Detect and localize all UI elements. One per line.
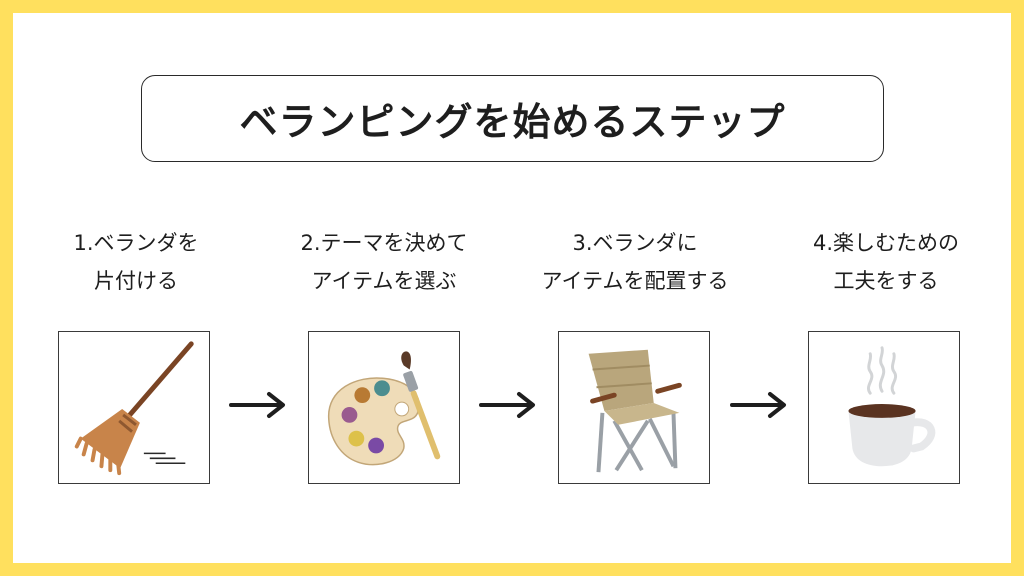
step-4-label: 4.楽しむための 工夫をする	[761, 224, 1011, 300]
step-2-label-line2: アイテムを選ぶ	[311, 269, 457, 293]
arrow-right-icon	[730, 392, 786, 418]
step-2-label: 2.テーマを決めて アイテムを選ぶ	[259, 224, 509, 300]
camping-chair-icon	[588, 349, 682, 473]
page-title: ベランピングを始めるステップ	[141, 75, 884, 162]
step-2-card	[308, 331, 460, 484]
step-2-label-line1: 2.テーマを決めて	[300, 231, 468, 255]
step-4-label-line1: 4.楽しむための	[812, 231, 960, 255]
step-3-label: 3.ベランダに アイテムを配置する	[510, 224, 760, 300]
coffee-cup-icon	[848, 346, 936, 467]
arrow-right-icon	[229, 392, 285, 418]
step-4-card	[808, 331, 960, 484]
step-3-label-line1: 3.ベランダに	[572, 231, 698, 255]
step-4-label-line2: 工夫をする	[833, 269, 939, 293]
broom-icon	[74, 341, 194, 476]
step-1-card	[58, 331, 210, 484]
step-1-label-line1: 1.ベランダを	[73, 231, 199, 255]
paint-palette-icon	[327, 351, 441, 466]
step-3-card	[558, 331, 710, 484]
page-title-text: ベランピングを始めるステップ	[239, 100, 786, 144]
arrow-right-icon	[479, 392, 535, 418]
step-1-label: 1.ベランダを 片付ける	[11, 224, 261, 300]
step-1-label-line2: 片付ける	[94, 269, 178, 293]
step-3-label-line2: アイテムを配置する	[541, 269, 729, 293]
